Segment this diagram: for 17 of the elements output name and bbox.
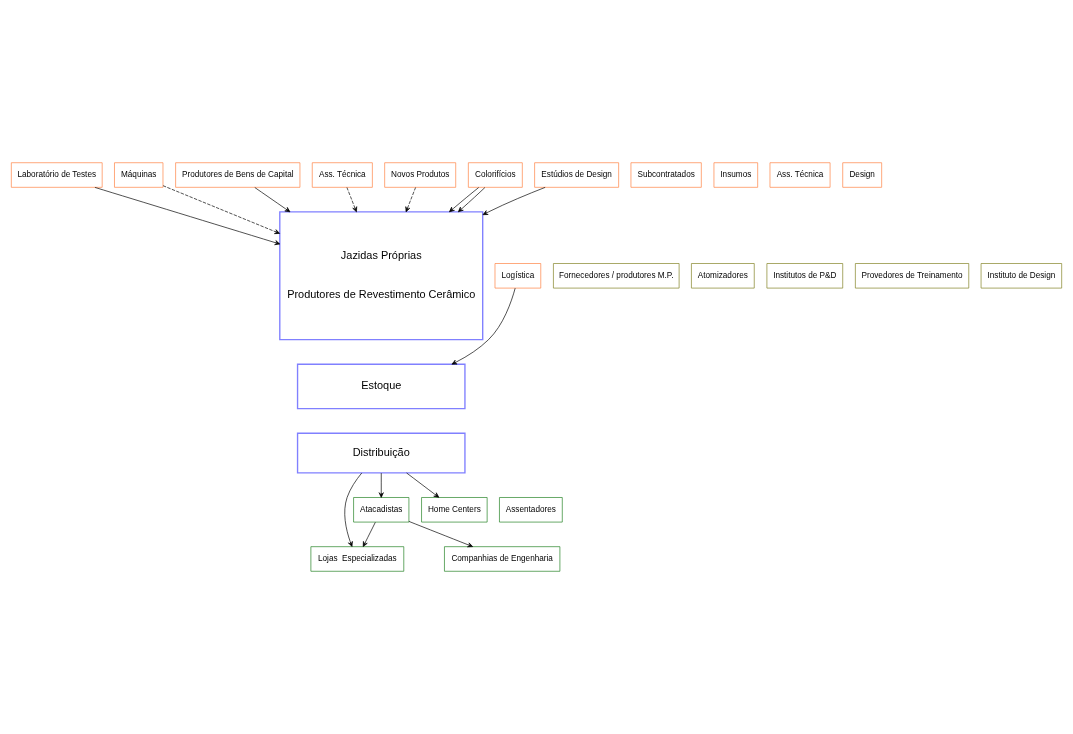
arrow [344,472,363,547]
arrow [378,472,384,498]
arrow [254,187,291,213]
arrow [406,472,440,498]
arrow [362,521,376,547]
arrow [408,521,473,548]
arrow [405,187,416,213]
node-box: Jazidas Próprias Produtores de Revestimento Cerâmico [279,211,484,341]
arrow [451,287,516,365]
arrow [457,187,486,213]
node-box: Estoque [296,363,466,410]
arrow [482,187,546,216]
arrow [94,187,281,246]
node-box: Distribuição [296,432,466,474]
arrow [449,187,480,213]
arrow [162,185,280,234]
arrow [346,187,358,213]
